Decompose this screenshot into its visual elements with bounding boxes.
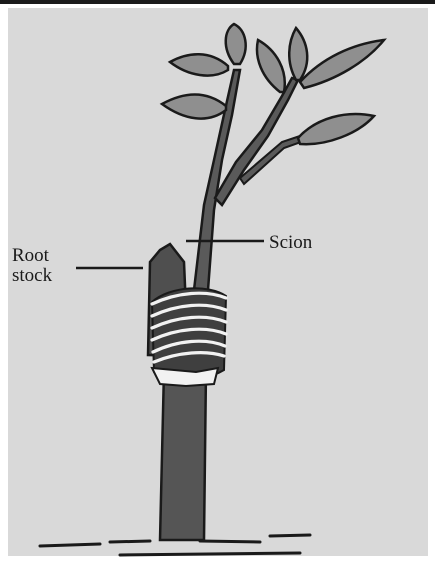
tie-end <box>152 368 218 386</box>
scion-label: Scion <box>269 233 312 253</box>
rootstock-label-line1: Root <box>12 246 52 266</box>
top-border <box>0 0 435 4</box>
rootstock-label-line2: stock <box>12 266 52 286</box>
rootstock-trunk <box>160 370 206 540</box>
background-panel <box>8 8 428 556</box>
rootstock-label: Root stock <box>12 246 52 286</box>
leaf-top <box>226 24 246 64</box>
